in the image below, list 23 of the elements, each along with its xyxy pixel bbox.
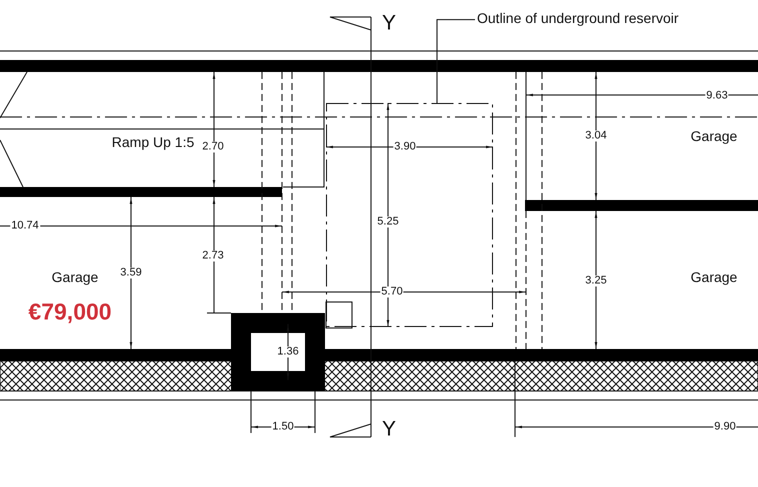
dimension-label: 10.74 [10,220,40,232]
ramp-label: Ramp Up 1:5 [112,135,194,149]
leader-line [436,19,476,104]
room-label: Garage [52,270,98,284]
callout-text: Outline of underground reservoir [477,10,679,26]
dimension-label: 2.70 [201,142,225,152]
reservoir-outline [326,103,493,327]
dimension-label: 3.04 [584,130,608,142]
dimension-label: 5.70 [380,286,404,298]
dimension-label: 9.63 [705,90,729,102]
dimension-label: 5.25 [376,216,400,228]
section-label: Y [382,12,396,34]
dimension-label: 1.50 [271,422,295,432]
section-label: Y [382,418,396,440]
room-label: Garage [690,270,738,284]
dimension-label: 2.73 [201,250,225,262]
dimension-label: 3.59 [119,268,143,278]
price-label: €79,000 [28,300,112,324]
dimension-label: 1.36 [276,346,300,358]
dimension-label: 9.90 [713,422,737,432]
dimension-label: 3.90 [393,142,417,152]
dimension-label: 3.25 [584,276,608,286]
room-label: Garage [690,129,738,143]
